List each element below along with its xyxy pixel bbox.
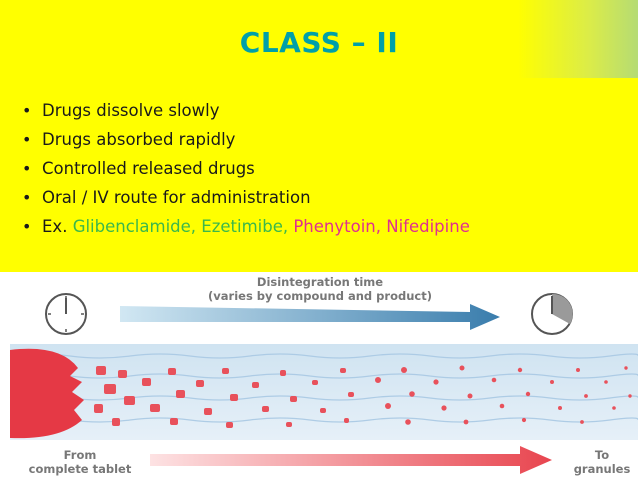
bullet-icon: • [22, 188, 32, 207]
disintegration-subtitle: (varies by compound and product) [208, 289, 432, 303]
bullet-text: Drugs dissolve slowly [42, 101, 220, 120]
bullet-item: • Oral / IV route for administration [22, 183, 470, 212]
example-prefix: Ex. [42, 217, 73, 236]
bullet-list: • Drugs dissolve slowly • Drugs absorbed r… [22, 96, 470, 241]
to-label-line1: To [594, 448, 610, 462]
bullet-text: Oral / IV route for administration [42, 188, 311, 207]
bullet-text: Controlled released drugs [42, 159, 255, 178]
bullet-item: • Drugs absorbed rapidly [22, 125, 470, 154]
bullet-icon: • [22, 159, 32, 178]
bullet-icon: • [22, 217, 32, 236]
example-drug-rest: Phenytoin, Nifedipine [293, 217, 470, 236]
bullet-icon: • [22, 130, 32, 149]
from-label: From complete tablet [10, 448, 150, 476]
clock-start-icon [45, 293, 87, 335]
bullet-item-example: • Ex. Glibenclamide, Ezetimibe, Phenytoin… [22, 212, 470, 241]
disintegration-label: Disintegration time (varies by compound … [170, 275, 470, 303]
from-label-line2: complete tablet [28, 462, 132, 476]
bullet-icon: • [22, 101, 32, 120]
progress-arrow-icon [150, 446, 552, 474]
bullet-text: Drugs absorbed rapidly [42, 130, 236, 149]
disintegration-diagram: Disintegration time (varies by compound … [0, 272, 638, 479]
to-label: To granules [568, 448, 636, 476]
disintegration-arrow-icon [120, 304, 500, 330]
example-drug-glibenclamide: Glibenclamide, [72, 217, 197, 236]
example-drug-ezetimibe: Ezetimibe, [201, 217, 289, 236]
tablet-icon [10, 348, 84, 439]
from-label-line1: From [63, 448, 97, 462]
content-band [0, 78, 638, 272]
title-band [0, 0, 638, 78]
disintegration-illustration [9, 293, 638, 474]
clock-end-icon [531, 293, 573, 335]
granule-particles [94, 365, 632, 428]
to-label-line2: granules [573, 462, 631, 476]
bullet-item: • Controlled released drugs [22, 154, 470, 183]
bullet-item: • Drugs dissolve slowly [22, 96, 470, 125]
slide-title: CLASS – II [239, 26, 399, 59]
disintegration-title: Disintegration time [256, 275, 384, 289]
